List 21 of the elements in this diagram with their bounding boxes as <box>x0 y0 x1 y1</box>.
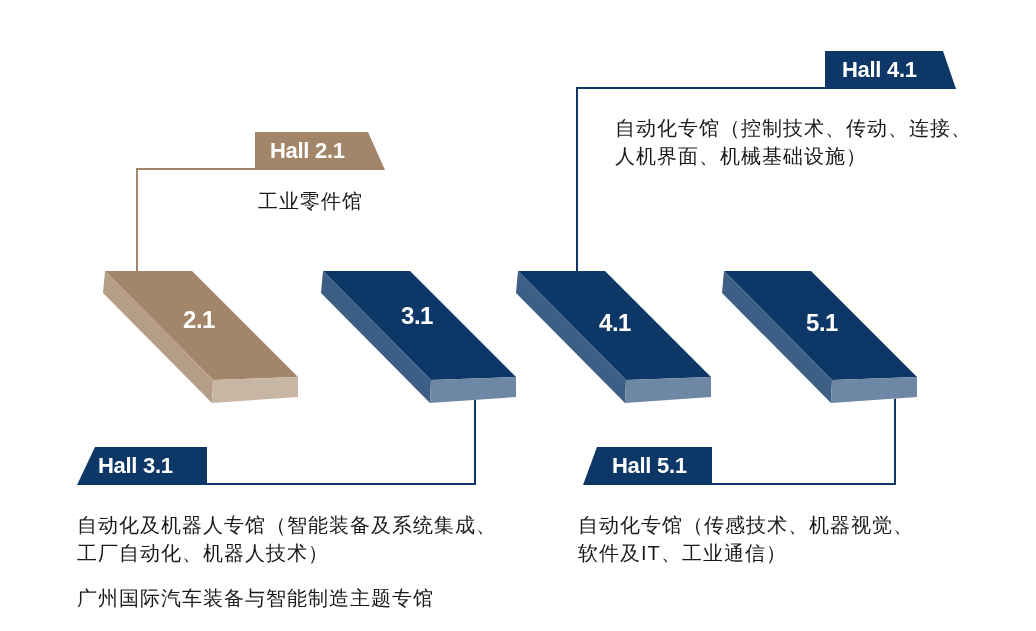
hall-label: Hall 3.1 <box>98 455 173 477</box>
hall-label: Hall 4.1 <box>842 59 917 81</box>
connector-line <box>576 87 826 272</box>
connector-line <box>711 397 896 485</box>
hall-number: 4.1 <box>599 311 631 335</box>
hall-tag <box>77 447 207 485</box>
connector-line <box>206 398 476 485</box>
hall-label: Hall 5.1 <box>612 455 687 477</box>
hall-description: 自动化及机器人专馆（智能装备及系统集成、工厂自动化、机器人技术） <box>77 513 498 566</box>
hall-number: 2.1 <box>183 308 215 332</box>
hall-description: 广州国际汽车装备与智能制造主题专馆 <box>77 586 435 611</box>
hall-number: 5.1 <box>806 311 838 335</box>
hall-number: 3.1 <box>401 304 433 328</box>
hall-description: 自动化专馆（传感技术、机器视觉、软件及IT、工业通信） <box>578 513 915 566</box>
hall-label: Hall 2.1 <box>270 140 345 162</box>
hall-tag <box>583 447 712 485</box>
hall-tag <box>825 51 956 89</box>
hall-description: 自动化专馆（控制技术、传动、连接、人机界面、机械基础设施） <box>615 116 973 169</box>
hall-description: 工业零件馆 <box>258 189 364 214</box>
connector-line <box>136 168 256 272</box>
hall-tag <box>255 132 385 170</box>
